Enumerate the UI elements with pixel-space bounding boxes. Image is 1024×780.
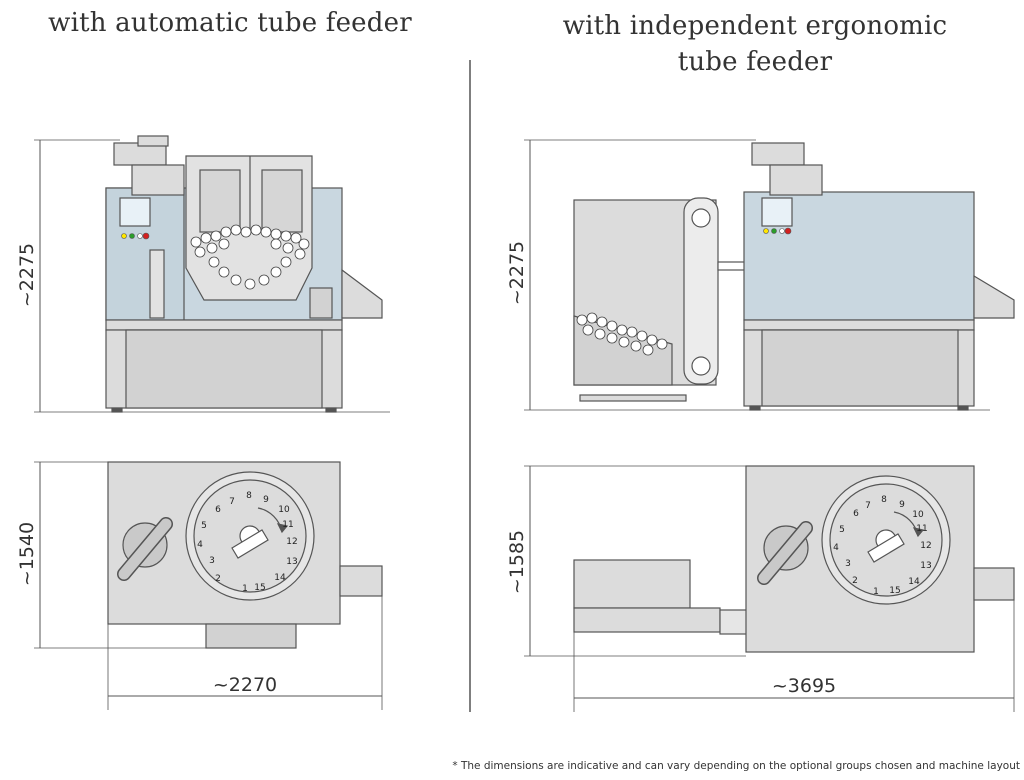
left-title: with automatic tube feeder — [48, 8, 412, 38]
turret-num-left-8: 8 — [246, 491, 252, 501]
right-depth-label: ~1585 — [506, 529, 528, 595]
turret-num-left-5: 5 — [201, 521, 207, 531]
control-screen-right — [761, 197, 793, 227]
turret-num-left-14: 14 — [274, 573, 286, 583]
right-front-view — [524, 139, 1015, 411]
turret-num-right-15: 15 — [889, 586, 900, 596]
turret-num-left-10: 10 — [278, 505, 290, 515]
turret-num-left-11: 11 — [282, 520, 293, 530]
turret-num-right-4: 4 — [833, 543, 839, 553]
turret-num-right-3: 3 — [845, 559, 851, 569]
turret-num-right-14: 14 — [908, 577, 920, 587]
turret-num-left-1: 1 — [242, 584, 248, 594]
turret-num-right-13: 13 — [920, 561, 931, 571]
turret-num-left-12: 12 — [286, 537, 297, 547]
elevator — [683, 197, 719, 385]
tube-bulk — [190, 224, 310, 290]
footnote: * The dimensions are indicative and can … — [452, 760, 1020, 772]
turret-num-right-10: 10 — [912, 510, 924, 520]
turret-num-right-1: 1 — [873, 587, 879, 597]
left-width-label: ~2270 — [212, 674, 278, 696]
right-height-label: ~2275 — [506, 240, 528, 306]
turret-numbers: 1 2 3 4 5 6 7 8 9 10 11 12 13 14 15 1 2 … — [197, 491, 932, 597]
turret-num-right-11: 11 — [916, 524, 927, 534]
left-front-view — [34, 135, 390, 413]
right-title-line-2: tube feeder — [677, 47, 833, 77]
right-top-view — [524, 465, 1015, 712]
right-width-label: ~3695 — [771, 675, 837, 697]
turret-num-right-6: 6 — [853, 509, 859, 519]
conveyor-exit — [339, 565, 383, 597]
left-top-view — [34, 461, 383, 710]
turret-num-left-7: 7 — [229, 497, 235, 507]
left-height-label: ~2275 — [16, 242, 38, 308]
discharge-chute — [341, 268, 383, 319]
turret-num-left-6: 6 — [215, 505, 221, 515]
turret-num-left-13: 13 — [286, 557, 297, 567]
turret-num-right-8: 8 — [881, 495, 887, 505]
turret-num-right-12: 12 — [920, 541, 931, 551]
turret-num-right-5: 5 — [839, 525, 845, 535]
control-screen — [119, 197, 151, 227]
turret-num-left-3: 3 — [209, 556, 215, 566]
turret-num-right-7: 7 — [865, 501, 871, 511]
feeder-top — [573, 559, 691, 609]
turret-num-left-15: 15 — [254, 583, 265, 593]
turret-num-left-9: 9 — [263, 495, 269, 505]
turret-num-right-2: 2 — [852, 576, 858, 586]
turret-num-left-4: 4 — [197, 540, 203, 550]
left-depth-label: ~1540 — [16, 521, 38, 587]
turret-num-left-2: 2 — [215, 574, 221, 584]
right-title-line-1: with independent ergonomic — [562, 11, 948, 41]
right-title: with independent ergonomic tube feeder — [560, 8, 950, 80]
turret-num-right-9: 9 — [899, 500, 905, 510]
